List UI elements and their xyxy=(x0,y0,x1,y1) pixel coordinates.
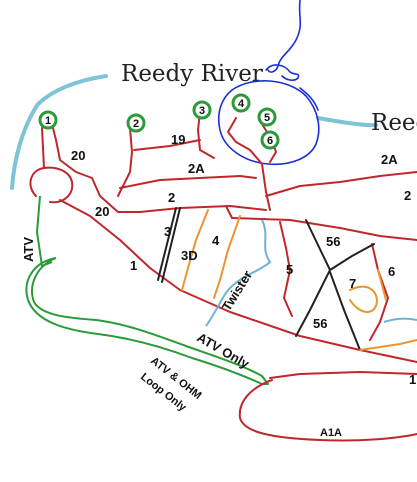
label-trail-4: 4 xyxy=(212,233,220,248)
svg-text:5: 5 xyxy=(264,112,270,124)
river-right xyxy=(316,116,378,128)
label-trail-6: 6 xyxy=(388,264,395,279)
label-trail-3d: 3D xyxy=(181,248,198,263)
label-a1a: A1A xyxy=(320,427,342,439)
label-trail-20-north: 20 xyxy=(71,148,85,163)
label-atv: ATV xyxy=(21,237,36,262)
label-trail-7: 7 xyxy=(349,276,356,291)
river-label: Reedy River xyxy=(121,61,263,87)
svg-text:2: 2 xyxy=(133,118,139,130)
label-trail-56-south: 56 xyxy=(313,316,327,331)
label-trail-56-north: 56 xyxy=(326,234,340,249)
marker-1: 1 xyxy=(38,110,58,130)
label-trail-1-east: 1 xyxy=(409,372,416,387)
label-trail-3: 3 xyxy=(164,224,171,239)
river-left xyxy=(10,74,108,190)
svg-text:3: 3 xyxy=(199,105,205,117)
label-trail-2-left: 2 xyxy=(168,190,175,205)
atv-trail xyxy=(36,195,53,267)
label-trail-2-right: 2 xyxy=(404,188,411,203)
label-trail-20-south: 20 xyxy=(95,204,109,219)
creek-east xyxy=(383,317,417,323)
label-trail-19: 19 xyxy=(171,132,185,147)
svg-text:1: 1 xyxy=(45,115,51,127)
label-atv-only: ATV Only xyxy=(195,330,253,372)
river-label-cut: Reed xyxy=(371,110,417,136)
svg-text:6: 6 xyxy=(267,135,273,147)
label-twister: Twister xyxy=(219,268,255,314)
marker-4: 4 xyxy=(231,93,251,113)
marker-5: 5 xyxy=(257,107,277,127)
label-trail-2a-left: 2A xyxy=(188,161,205,176)
blue-annotation xyxy=(217,0,320,166)
marker-6: 6 xyxy=(260,130,280,150)
black-trails xyxy=(157,207,375,351)
svg-text:4: 4 xyxy=(238,98,245,110)
label-trail-2a-right: 2A xyxy=(381,152,398,167)
marker-3: 3 xyxy=(192,100,212,120)
marker-2: 2 xyxy=(126,113,146,133)
orange-trails xyxy=(181,209,417,351)
creek xyxy=(205,219,272,327)
red-trails xyxy=(29,111,417,442)
label-trail-5: 5 xyxy=(286,262,293,277)
label-trail-1-west: 1 xyxy=(130,258,137,273)
atv-ohm-loop xyxy=(25,257,269,385)
